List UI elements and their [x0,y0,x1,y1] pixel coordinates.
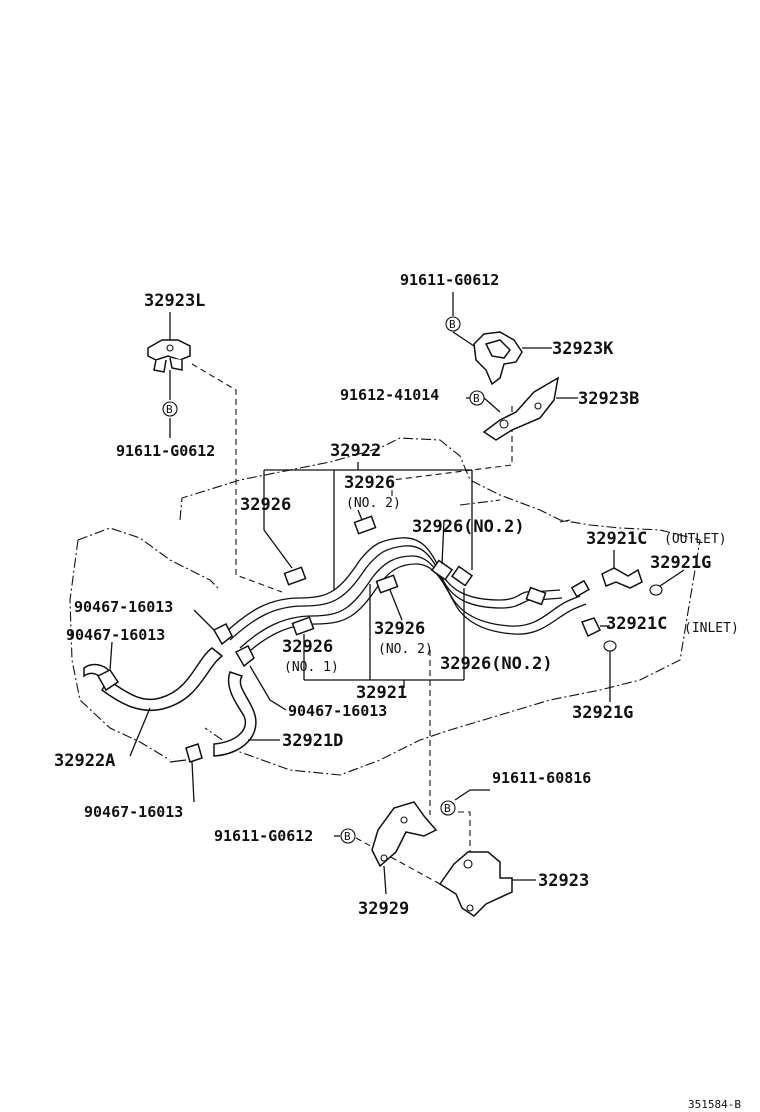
label-32921C-inlet: 32921C [606,614,667,634]
label-32921G-bottom: 32921G [572,703,633,723]
engine-outline [179,437,701,776]
bracket-32923K [473,331,523,386]
label-32923L: 32923L [144,291,205,311]
pipe-clamps [283,515,474,636]
label-91611-G0612-bottom: 91611-G0612 [214,827,313,845]
clamp-icon [291,616,315,636]
leader-90467-c [249,665,287,711]
clamp-icon [96,669,120,692]
leader-90467-a [193,609,215,631]
gasket-icon [603,640,617,652]
label-91612-41014: 91612-41014 [340,386,439,404]
label-32926-no2-e: 32926(NO.2) [440,654,553,674]
label-90467-16013-c: 90467-16013 [288,702,387,720]
bolt-marker-32923: B [440,789,490,816]
leader-32929 [383,865,387,895]
label-32923B: 32923B [578,389,639,409]
label-32922A: 32922A [54,751,115,771]
circle-b-icon: B [166,403,173,416]
group-bracket-32921 [303,519,465,688]
clamp-icon [353,515,377,535]
label-32929: 32929 [358,899,409,919]
label-90467-16013-d: 90467-16013 [84,803,183,821]
label-32921G-top: 32921G [650,553,711,573]
transmission-outline [69,527,221,761]
gasket-top [649,569,685,596]
bracket-32923B [482,376,560,441]
label-inlet: (INLET) [684,621,739,636]
engine-inner-line [459,499,571,523]
bracket-32923L [147,339,191,373]
fitting-icon [580,617,602,638]
label-32926-no1: 32926 [282,637,333,657]
clamp-icon [212,622,233,646]
gasket-bottom [603,640,617,702]
figure-code: 351584-B [688,1098,741,1111]
ref-line-32923 [429,650,471,856]
hose-32921D [169,671,257,763]
bracket-32929 [371,801,438,868]
label-32922: 32922 [330,441,381,461]
label-90467-16013-a: 90467-16013 [74,598,173,616]
label-32926-a: 32926 [240,495,291,515]
clamp-icon [283,566,307,586]
bolt-marker-32923K: B [445,292,475,347]
group-bracket-32922 [263,462,473,590]
gasket-icon [649,584,663,596]
label-32926-b: 32926 [344,473,395,493]
bolt-marker-32929: B [334,828,441,885]
label-90467-16013-b: 90467-16013 [66,626,165,644]
label-no2-b: (NO. 2) [346,496,401,511]
hose-clamps [96,622,255,763]
ref-line-32923B [391,406,513,500]
label-32921C-outlet: 32921C [586,529,647,549]
ref-line-32923L [191,363,283,593]
label-32921: 32921 [356,683,407,703]
leader-90467-d [191,761,195,803]
circle-b-icon: B [444,802,451,815]
label-32923K: 32923K [552,339,614,359]
circle-b-icon: B [344,830,351,843]
cooler-pipes [225,537,590,657]
bolt-marker-32923L: B [162,370,178,438]
clamp-icon [375,574,399,594]
bracket-32923 [438,851,513,917]
clamp-icon [234,644,255,668]
fitting-outlet [601,550,643,589]
bolt-marker-32923B: B [466,390,501,413]
label-no2-d: (NO. 2) [378,642,433,657]
leader-90467-b [109,641,113,671]
label-no1: (NO. 1) [284,660,339,675]
fitting-icon [601,567,643,589]
label-91611-60816: 91611-60816 [492,769,591,787]
leader-32922A [129,707,151,757]
clamp-icon [430,559,454,581]
label-32921D: 32921D [282,731,343,751]
hose-32922A [83,647,224,712]
circle-b-icon: B [473,392,480,405]
label-91611-G0612-top: 91611-G0612 [400,271,499,289]
label-outlet: (OUTLET) [664,532,727,547]
circle-b-icon: B [449,318,456,331]
fitting-inlet [580,617,610,638]
clamp-icon [450,565,474,587]
label-32926-no2-c: 32926(NO.2) [412,517,525,537]
label-32926-d: 32926 [374,619,425,639]
clamp-icon [185,743,203,763]
label-91611-G0612-left: 91611-G0612 [116,442,215,460]
label-32923: 32923 [538,871,589,891]
